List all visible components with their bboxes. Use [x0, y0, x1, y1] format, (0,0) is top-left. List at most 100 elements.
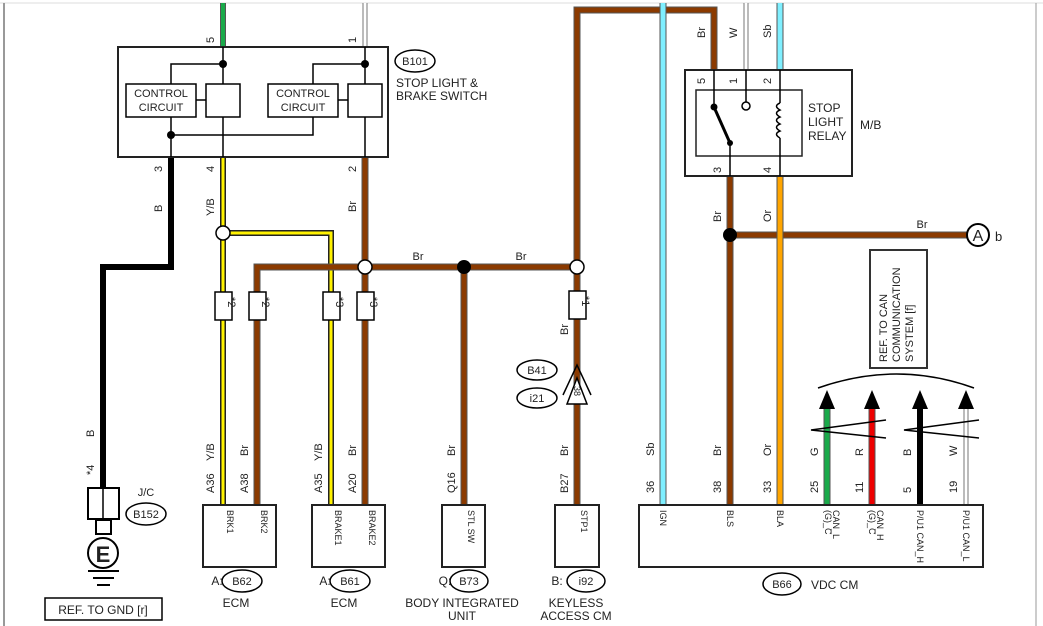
wire-black-can[interactable] — [912, 390, 928, 505]
pin-number: 3 — [153, 166, 165, 172]
wire-color-label: R — [854, 448, 866, 456]
connector-ref-a: A — [973, 228, 984, 245]
control-circuit-label: CIRCUIT — [281, 102, 326, 114]
splice-marker-1: *1 — [568, 290, 591, 320]
wire-color-label: Sb — [645, 443, 657, 456]
can-ref-text: REF. TO CAN — [878, 294, 890, 362]
relay-name: RELAY — [808, 129, 846, 143]
stop-light-brake-switch[interactable]: CONTROL CIRCUIT CONTROL CIRCUIT — [117, 46, 389, 158]
connector-prefix: B: — [551, 574, 562, 588]
ground-icon — [87, 537, 119, 569]
wire-color-label: Br — [696, 27, 708, 38]
pin-number: 36 — [645, 481, 657, 493]
terminal-label: (G)_C — [867, 510, 877, 535]
terminal-label: CAN_L — [831, 510, 841, 539]
pin-number: 19 — [948, 481, 960, 493]
splice-closed — [457, 260, 471, 274]
component-name: ECM — [223, 596, 250, 610]
wire-yb-brake1[interactable] — [223, 230, 334, 505]
pin-number: 2 — [762, 78, 774, 84]
connector-id: B101 — [402, 56, 428, 68]
wire-color-label: Br — [559, 324, 571, 335]
vdc-cm-b66[interactable]: IGN BLS BLA (G)_C CAN_L (G)_C CAN_H P/U1… — [638, 504, 984, 568]
wire-color-label: Br — [239, 445, 251, 456]
pin-number: A36 — [205, 473, 217, 493]
pin-number: 25 — [809, 481, 821, 493]
wire-color-label: Br — [559, 445, 571, 456]
svg-text:*2: *2 — [225, 297, 237, 307]
pin-number: A35 — [313, 473, 325, 493]
wire-color-label: G — [809, 447, 821, 456]
can-ref-box[interactable]: REF. TO CAN COMMUNICATION SYSTEM [f] — [869, 249, 928, 369]
component-name: BRAKE SWITCH — [396, 89, 487, 103]
stop-light-relay[interactable] — [684, 69, 853, 177]
connector-badge-i92 — [566, 569, 606, 593]
pin-number: B27 — [559, 473, 571, 493]
wire-green-can[interactable] — [819, 390, 835, 505]
arrow-up-icon — [958, 390, 974, 409]
svg-text:REF. TO GND [r]: REF. TO GND [r] — [58, 603, 148, 617]
connector-a-circle[interactable] — [966, 223, 990, 247]
pin-number: 3 — [712, 167, 724, 173]
connector-badge-b41 — [516, 359, 558, 381]
splice-marker-2b: *2 — [248, 291, 271, 321]
pin-number: A38 — [239, 473, 251, 493]
ref-to-gnd-box[interactable]: REF. TO GND [r] — [44, 597, 163, 621]
terminal-label: IGN — [658, 510, 668, 526]
pin-number: 2 — [347, 166, 359, 172]
coil-icon — [775, 102, 782, 139]
wire-color-label: Y/B — [205, 198, 217, 216]
relay-name: LIGHT — [808, 115, 844, 129]
splice-label: *4 — [85, 465, 97, 475]
pin-number: 5 — [205, 37, 217, 43]
wire-brown-relay-keyless[interactable] — [573, 6, 718, 505]
keyless-access-cm-i92[interactable]: STP1 — [554, 504, 600, 568]
wire-black-pin3[interactable] — [100, 157, 174, 488]
wire-color-label: Br — [413, 251, 424, 263]
arrow-up-icon — [819, 390, 835, 409]
wire-color-label: Br — [516, 251, 527, 263]
wire-color-label: W — [728, 27, 740, 38]
terminal-label: STP1 — [579, 510, 589, 533]
control-circuit-label: CIRCUIT — [139, 102, 184, 114]
splice-open — [357, 259, 373, 275]
wire-white-can[interactable] — [958, 390, 974, 505]
component-name: BODY INTEGRATED — [405, 596, 519, 610]
joint-connector-symbol: 38 — [562, 363, 592, 405]
pin-number: 1 — [347, 37, 359, 43]
connector-badge-b152 — [125, 502, 167, 526]
pin-number: 5 — [902, 487, 914, 493]
connector-badge-b61 — [329, 569, 371, 593]
terminal-label: BLA — [775, 510, 785, 527]
terminal-label: BRK2 — [259, 510, 269, 534]
svg-text:*1: *1 — [579, 296, 591, 306]
connector-id: B66 — [772, 579, 792, 591]
wire-red-can[interactable] — [864, 390, 880, 505]
splice-open — [215, 225, 231, 241]
ecm-b61[interactable]: BRAKE1 BRAKE2 — [311, 504, 386, 568]
splice-marker-2a: *2 — [214, 291, 237, 321]
connector-prefix: Q: — [439, 574, 452, 588]
terminal-label: STL SW — [466, 510, 476, 544]
pin-number: 38 — [712, 481, 724, 493]
splice-marker-3a: *3 — [322, 291, 345, 321]
pin-number: 4 — [205, 166, 217, 172]
ecm-b62[interactable]: BRK1 BRK2 — [202, 504, 277, 568]
connector-id: B41 — [527, 365, 547, 377]
wire-color-label: Y/B — [313, 443, 325, 461]
connector-badge-b73 — [449, 569, 489, 593]
body-integrated-unit-b73[interactable]: STL SW — [441, 504, 486, 568]
wire-brown-bus[interactable] — [253, 263, 577, 505]
connector-id: B62 — [232, 576, 252, 588]
relay-location: M/B — [860, 118, 881, 132]
ground-junction[interactable] — [87, 487, 120, 586]
connector-prefix: A: — [211, 574, 222, 588]
junction-label: J/C — [138, 487, 155, 499]
wire-color-label: Or — [762, 209, 774, 222]
terminal-label: P/U1 CAN_H — [915, 510, 925, 563]
wire-color-label: Br — [712, 445, 724, 456]
connector-id: i21 — [530, 393, 545, 405]
twisted-pair-mark — [810, 419, 980, 439]
svg-text:*3: *3 — [367, 297, 379, 307]
